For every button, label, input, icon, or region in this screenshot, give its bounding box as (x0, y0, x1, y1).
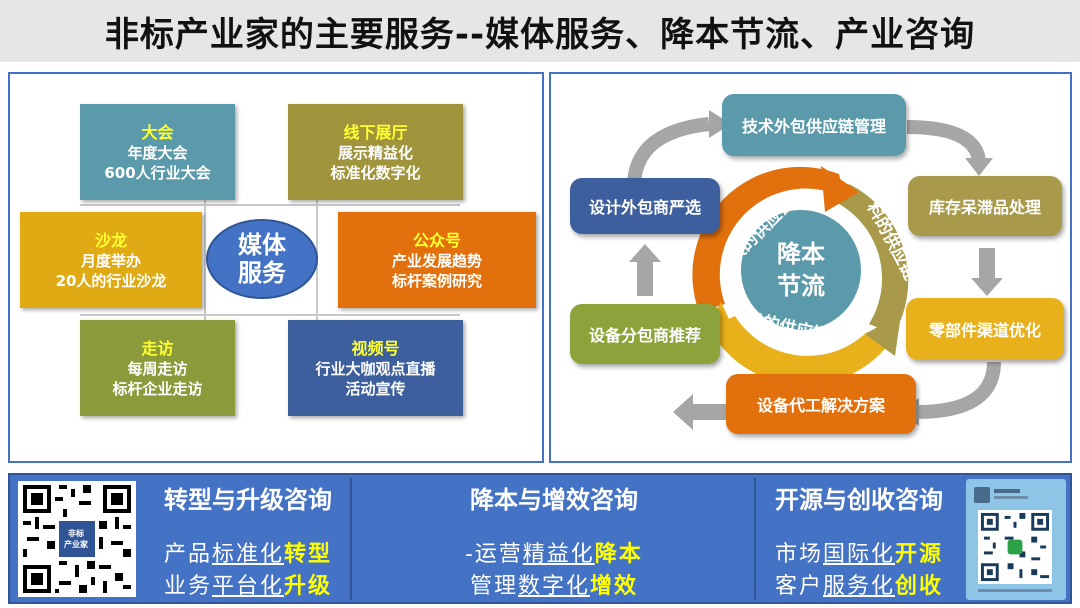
box-line: 600人行业大会 (104, 163, 211, 182)
line-text: 客户 (774, 574, 823, 599)
line-text: 产品 (163, 542, 212, 567)
flow-arrow (916, 361, 1001, 419)
chain-segment-gold (709, 316, 889, 386)
box-line: 每周走访 (127, 359, 188, 378)
flow-arrow (906, 120, 986, 162)
cycle-center-text: 降本 (777, 240, 825, 268)
media-box-zoufang: 走访 每周走访 标杆企业走访 (80, 320, 235, 416)
connector-line (204, 112, 206, 412)
box-heading: 走访 (141, 338, 174, 358)
box-line: 行业大咖观点直播 (315, 359, 436, 378)
box-line: 展示精益化 (337, 143, 413, 162)
media-center-oval: 媒体 服务 (206, 219, 318, 299)
cycle-center-circle (741, 210, 861, 330)
media-box-dahui: 大会 年度大会 600人行业大会 (80, 104, 235, 200)
box-heading: 视频号 (351, 338, 400, 358)
line-highlight: 升级 (284, 573, 333, 599)
connector-line (80, 204, 460, 206)
box-line: 标杆企业走访 (112, 379, 203, 398)
box-line: 年度大会 (127, 143, 188, 162)
node-oem-solution: 设备代工解决方案 (726, 374, 916, 434)
line-text: -运营 (465, 542, 523, 567)
line-text: 市场 (774, 542, 823, 567)
flow-arrow-head (673, 394, 693, 430)
consult-line: 管理数字化增效 (356, 568, 752, 600)
box-line: 月度举办 (80, 251, 141, 270)
flow-arrow-head (629, 244, 661, 262)
node-design-outsourcing: 设计外包商严选 (570, 178, 720, 234)
chain-arrowhead (865, 314, 901, 356)
line-highlight: 降本 (594, 541, 643, 567)
box-line: 标准化数字化 (330, 163, 421, 182)
line-underlined: 精益化 (522, 542, 595, 567)
cycle-diagram: 降本 节流 人的供应链 料的供应链 机的供应链 (627, 110, 1003, 430)
consult-line: 业务平台化升级 (148, 568, 348, 600)
box-line: 产业发展趋势 (391, 251, 482, 270)
line-underlined: 服务化 (822, 574, 895, 599)
flow-arrow-head (965, 158, 993, 176)
line-underlined: 标准化 (211, 542, 284, 567)
line-underlined: 平台化 (211, 574, 284, 599)
media-box-shalong: 沙龙 月度举办 20人的行业沙龙 (20, 212, 202, 308)
media-box-shipinhao: 视频号 行业大咖观点直播 活动宣传 (288, 320, 463, 416)
media-box-gongzhonghao: 公众号 产业发展趋势 标杆案例研究 (338, 212, 536, 308)
contact-name-blur (994, 489, 1020, 493)
qr-logo: 非标 产业家 (62, 525, 90, 553)
connector-line (80, 314, 460, 316)
consult-line: -运营精益化降本 (356, 536, 752, 568)
flow-arrow (637, 258, 653, 296)
avatar (974, 487, 990, 503)
qr-logo-text: 非标 (68, 529, 84, 538)
line-underlined: 数字化 (517, 574, 590, 599)
node-inventory: 库存呆滞品处理 (908, 176, 1062, 236)
consult-line: 市场国际化开源 (756, 536, 962, 568)
consult-title-cost: 降本与增效咨询 (470, 486, 638, 514)
consult-line: 产品标准化转型 (148, 536, 348, 568)
line-highlight: 开源 (895, 541, 944, 567)
line-highlight: 创收 (895, 573, 944, 599)
column-divider (350, 478, 352, 600)
contact-qr-code (978, 510, 1052, 584)
box-heading: 大会 (141, 122, 174, 142)
contact-meta-blur (994, 496, 1028, 499)
flow-arrow (979, 248, 995, 280)
qr-code (18, 481, 136, 597)
flow-arrow (627, 117, 710, 188)
box-line: 20人的行业沙龙 (55, 271, 167, 290)
flow-arrow-head (971, 278, 1003, 296)
box-line: 活动宣传 (345, 379, 406, 398)
contact-footer-blur (978, 589, 1052, 592)
box-heading: 沙龙 (94, 230, 127, 250)
cycle-center-text: 节流 (777, 272, 825, 300)
chain-arrowhead (821, 166, 859, 212)
flow-arrow-head (709, 110, 731, 138)
line-text: 业务 (163, 574, 212, 599)
consult-title-transform: 转型与升级咨询 (164, 486, 332, 514)
column-divider (754, 478, 756, 600)
box-heading: 公众号 (412, 230, 461, 250)
media-box-xianxia: 线下展厅 展示精益化 标准化数字化 (288, 104, 463, 200)
consulting-bar (8, 473, 1072, 604)
line-text: 管理 (469, 574, 518, 599)
line-underlined: 国际化 (822, 542, 895, 567)
node-tech-outsourcing: 技术外包供应链管理 (722, 94, 906, 156)
node-parts-channel: 零部件渠道优化 (906, 298, 1064, 360)
line-highlight: 转型 (284, 541, 333, 567)
consult-title-revenue: 开源与创收咨询 (775, 486, 943, 514)
center-text: 服务 (238, 259, 286, 287)
flow-arrow (691, 404, 727, 420)
chain-segment-olive (839, 184, 909, 334)
center-text: 媒体 (238, 231, 286, 259)
consult-line: 客户服务化创收 (756, 568, 962, 600)
box-heading: 线下展厅 (343, 122, 408, 142)
chain-segment-orange (692, 166, 845, 312)
title-bar: 非标产业家的主要服务--媒体服务、降本节流、产业咨询 (0, 0, 1080, 62)
box-line: 标杆案例研究 (391, 271, 482, 290)
qr-logo-text: 产业家 (64, 540, 88, 549)
node-subcontractor: 设备分包商推荐 (570, 304, 720, 364)
line-highlight: 增效 (590, 573, 639, 599)
page-title: 非标产业家的主要服务--媒体服务、降本节流、产业咨询 (104, 14, 976, 55)
